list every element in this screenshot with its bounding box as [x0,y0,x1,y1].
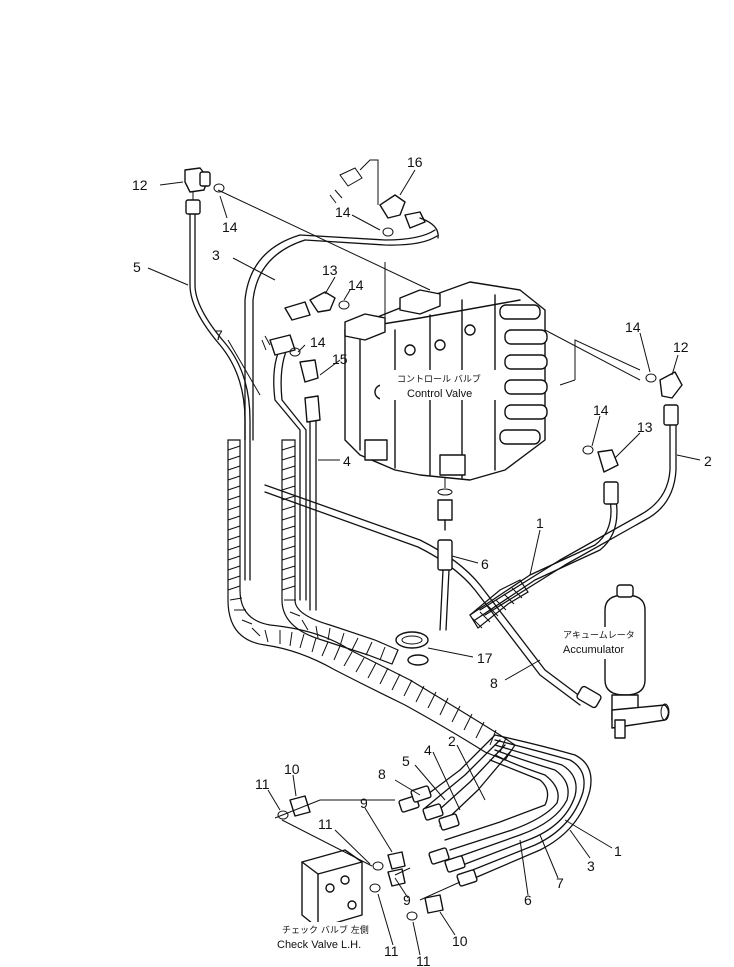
leader-lines [147,169,701,956]
callout-11: 11 [416,953,431,967]
callout-14: 14 [310,334,326,350]
callout-5: 5 [402,753,410,769]
callout-11: 11 [255,776,270,792]
callout-14: 14 [222,219,238,235]
callout-13: 13 [637,419,653,435]
callout-1: 1 [536,515,544,531]
callout-11: 11 [384,943,399,959]
check-valve-label-en: Check Valve L.H. [277,939,361,951]
callout-9: 9 [403,892,411,908]
callout-14: 14 [348,277,364,293]
callout-8: 8 [378,766,386,782]
callout-12: 12 [132,177,148,193]
callout-5: 5 [133,259,141,275]
callout-10: 10 [284,761,300,777]
callout-6: 6 [481,556,489,572]
callout-13: 13 [322,262,338,278]
callout-1: 1 [614,843,622,859]
callout-9: 9 [360,795,368,811]
callout-7: 7 [215,327,223,343]
check-valve-label-jp: チェック バルブ 左側 [282,924,369,936]
callouts: 12 14 5 3 16 14 13 14 7 14 15 4 14 12 14… [132,154,712,967]
callout-2: 2 [448,733,456,749]
callout-17: 17 [477,650,493,666]
accumulator-label-jp: アキュームレータ [563,630,635,641]
callout-6: 6 [524,892,532,908]
callout-15: 15 [332,351,348,367]
callout-14: 14 [593,402,609,418]
callout-14: 14 [625,319,641,335]
callout-4: 4 [424,742,432,758]
fittings [184,159,683,921]
callout-7: 7 [556,875,564,891]
callout-16: 16 [407,154,423,170]
hose-bundle [189,209,677,881]
check-valve-lh: チェック バルブ 左側 Check Valve L.H. [275,849,380,952]
accumulator-label-en: Accumulator [563,644,624,656]
callout-3: 3 [587,858,595,874]
control-valve: コントロール バルブ Control Valve [344,281,548,531]
control-valve-label-en: Control Valve [407,388,472,400]
control-valve-label-jp: コントロール バルブ [397,373,481,385]
callout-14: 14 [335,204,351,220]
callout-10: 10 [452,933,468,949]
callout-12: 12 [673,339,689,355]
callout-11: 11 [318,816,333,832]
accumulator: アキュームレータ Accumulator [558,584,670,739]
callout-4: 4 [343,453,351,469]
callout-8: 8 [490,675,498,691]
callout-3: 3 [212,247,220,263]
spiral-protector [227,439,529,761]
callout-2: 2 [704,453,712,469]
